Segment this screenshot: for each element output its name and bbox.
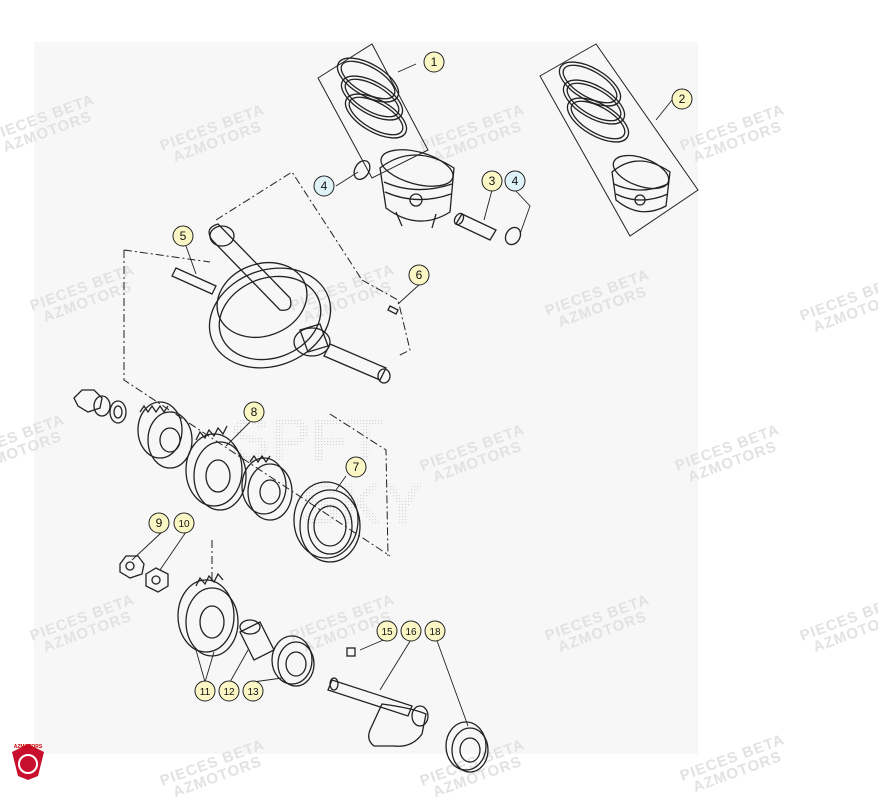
callout-circle [408,264,430,286]
callout-label: 18 [429,627,441,638]
callout-2[interactable]: 2 [671,88,693,110]
callout-circle [172,225,194,247]
piston [379,149,455,229]
bearing-18 [445,721,489,773]
callout-label: 5 [180,229,187,243]
callout-label: 6 [416,268,423,282]
bearing-13 [271,635,315,687]
callout-label: 4 [321,179,328,193]
callout-7[interactable]: 7 [345,456,367,478]
callout-13[interactable]: 13 [242,680,264,702]
callout-circle [148,512,170,534]
callout-label: 1 [431,55,438,69]
woodruff-key [387,305,399,315]
callout-circle [424,620,446,642]
callout-3[interactable]: 3 [481,170,503,192]
gear-8 [185,425,247,511]
callout-11[interactable]: 11 [194,680,216,702]
circlip [504,226,522,246]
callout-label: 4 [512,174,519,188]
callout-circle [243,401,265,423]
piston-rings-box [317,43,429,179]
callout-10[interactable]: 10 [173,512,195,534]
callout-12[interactable]: 12 [218,680,240,702]
callout-4[interactable]: 4 [313,175,335,197]
callout-label: 2 [679,92,686,106]
washer-10 [145,567,169,593]
svg-text:SKY: SKY [300,471,423,538]
gear-11 [177,572,239,657]
crankshaft [171,223,391,384]
leader-lines [131,63,673,727]
callout-label: 3 [489,174,496,188]
callout-15[interactable]: 15 [376,620,398,642]
azmotors-logo [12,744,44,780]
circlip [353,160,371,180]
callout-label: 7 [353,460,360,474]
callout-label: 10 [178,519,190,530]
callout-circle [173,512,195,534]
callout-label: 12 [223,687,235,698]
piston-pin [453,212,497,241]
callout-circle [242,680,264,702]
callout-18[interactable]: 18 [424,620,446,642]
piston-kit-box [539,43,699,237]
gear [137,401,193,469]
callout-circle [504,170,526,192]
callout-circle [218,680,240,702]
callout-5[interactable]: 5 [172,225,194,247]
callout-circle [671,88,693,110]
callout-circle [345,456,367,478]
balance-shaft [327,647,429,747]
gear [241,454,293,521]
callout-circle [481,170,503,192]
callout-label: 8 [251,405,258,419]
callout-6[interactable]: 6 [408,264,430,286]
callout-9[interactable]: 9 [148,512,170,534]
bearing-7 [293,481,361,563]
nut-9 [119,555,145,579]
callout-circle [400,620,422,642]
callout-circle [194,680,216,702]
callout-circle [376,620,398,642]
callout-label: 11 [200,687,211,698]
callout-label: 9 [156,516,163,530]
callout-label: 15 [381,627,393,638]
callout-1[interactable]: 1 [423,51,445,73]
logo-label: AZMOTORS [13,744,43,750]
callout-16[interactable]: 16 [400,620,422,642]
callout-label: 13 [247,687,259,698]
bushing-12 [239,619,275,661]
assembly-lines [123,171,411,580]
callout-label: 16 [405,627,417,638]
callout-circle [313,175,335,197]
callout-8[interactable]: 8 [243,401,265,423]
stamp-watermark: SPFT SKY [230,406,423,538]
callout-circle [423,51,445,73]
callout-4[interactable]: 4 [504,170,526,192]
nut-washer-stack [73,389,127,424]
